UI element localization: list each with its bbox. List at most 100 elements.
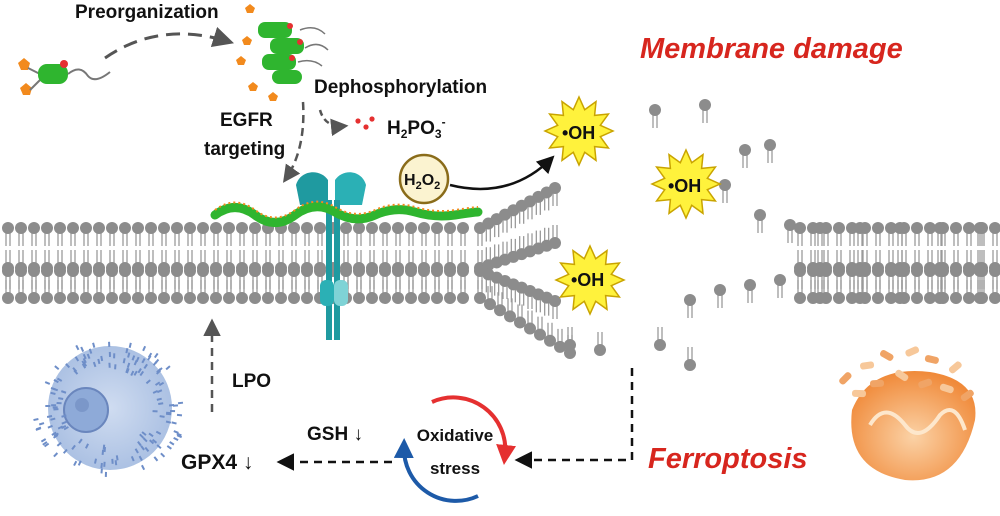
lipid-head bbox=[197, 292, 209, 304]
lipid-head bbox=[774, 274, 786, 286]
cell-texture bbox=[108, 342, 110, 347]
lipid-head bbox=[504, 310, 516, 322]
lipid-head bbox=[699, 99, 711, 111]
cell-texture bbox=[111, 459, 113, 464]
lipid-head bbox=[924, 292, 936, 304]
lipid-head bbox=[236, 265, 248, 277]
phosphate-dot bbox=[363, 124, 368, 129]
lipid-head bbox=[132, 292, 144, 304]
lipid-head bbox=[119, 265, 131, 277]
peptide-monomer bbox=[18, 58, 110, 95]
lipid-head bbox=[549, 237, 561, 249]
lipid-head bbox=[93, 222, 105, 234]
cell-texture bbox=[166, 365, 171, 370]
lipid-head bbox=[549, 182, 561, 194]
cell-texture bbox=[152, 410, 157, 412]
lipid-head bbox=[67, 292, 79, 304]
lipid-head bbox=[885, 222, 897, 234]
lipid-head bbox=[366, 265, 378, 277]
preorganization-label: Preorganization bbox=[75, 3, 219, 24]
lipid-head bbox=[911, 265, 923, 277]
lipid-head bbox=[534, 329, 546, 341]
lipid-head bbox=[976, 222, 988, 234]
lipid-head bbox=[236, 292, 248, 304]
egfr-label: EGFR bbox=[220, 111, 273, 132]
lipid-head bbox=[392, 222, 404, 234]
dephosphorylation-label: Dephosphorylation bbox=[314, 78, 487, 99]
lipid-head bbox=[249, 292, 261, 304]
lipid-head bbox=[171, 222, 183, 234]
lipid-head bbox=[950, 265, 962, 277]
mitochondrion-fragment bbox=[879, 349, 895, 362]
lipid-head bbox=[594, 344, 606, 356]
lipid-head bbox=[379, 265, 391, 277]
lipid-head bbox=[158, 222, 170, 234]
lipid-head bbox=[807, 222, 819, 234]
lipid-head bbox=[210, 222, 222, 234]
lipid-head bbox=[93, 292, 105, 304]
lipid-head bbox=[353, 222, 365, 234]
lipid-head bbox=[744, 279, 756, 291]
lipid-head bbox=[340, 222, 352, 234]
lipid-head bbox=[275, 265, 287, 277]
lipid-head bbox=[184, 222, 196, 234]
lipid-head bbox=[28, 265, 40, 277]
lipid-head bbox=[2, 222, 14, 234]
lipid-head bbox=[314, 265, 326, 277]
mitochondrion-fragment bbox=[852, 390, 866, 397]
lipid-head bbox=[494, 304, 506, 316]
lipid-head bbox=[807, 292, 819, 304]
mitochondrion-illustration bbox=[838, 345, 976, 480]
cell-texture bbox=[57, 402, 62, 404]
phosphate-dot bbox=[369, 116, 374, 121]
lipid-head bbox=[418, 292, 430, 304]
cell-texture bbox=[160, 453, 165, 458]
cell-texture bbox=[53, 406, 58, 408]
lipid-head bbox=[820, 222, 832, 234]
lipid-head bbox=[223, 222, 235, 234]
lipid-head bbox=[444, 222, 456, 234]
lipid-head bbox=[301, 222, 313, 234]
lipid-head bbox=[963, 292, 975, 304]
lipid-head bbox=[554, 341, 566, 353]
lipid-head bbox=[754, 209, 766, 221]
cell-texture bbox=[92, 343, 95, 348]
lipid-head bbox=[184, 292, 196, 304]
lipid-head bbox=[431, 222, 443, 234]
lipid-head bbox=[474, 292, 486, 304]
lipid-head bbox=[739, 144, 751, 156]
lipid-head bbox=[859, 292, 871, 304]
cell-texture bbox=[114, 364, 116, 369]
mitochondrion-fragment bbox=[904, 345, 920, 357]
cell-texture bbox=[171, 421, 176, 424]
cell-texture bbox=[33, 418, 38, 421]
lipid-head bbox=[80, 265, 92, 277]
cell-texture bbox=[113, 353, 115, 358]
h2o2-to-oh-arrow bbox=[450, 158, 552, 189]
lipid-head bbox=[937, 292, 949, 304]
cell-texture bbox=[153, 361, 158, 366]
mitochondrion-fragment bbox=[948, 360, 963, 374]
lipid-head bbox=[544, 335, 556, 347]
lipid-head bbox=[80, 292, 92, 304]
lipid-head bbox=[794, 292, 806, 304]
h2po3-label: H2PO3- bbox=[387, 115, 446, 141]
lipid-head bbox=[158, 292, 170, 304]
lipid-head bbox=[41, 265, 53, 277]
lipid-head bbox=[719, 179, 731, 191]
cell-texture bbox=[154, 456, 159, 461]
lipid-head bbox=[41, 292, 53, 304]
lipid-head bbox=[898, 265, 910, 277]
lipid-head bbox=[431, 292, 443, 304]
cell-texture bbox=[129, 343, 132, 348]
cell-texture bbox=[109, 352, 111, 357]
lipid-head bbox=[872, 292, 884, 304]
cell-texture bbox=[54, 365, 59, 370]
cell-texture bbox=[142, 346, 146, 351]
lipid-head bbox=[93, 265, 105, 277]
lipid-head bbox=[236, 222, 248, 234]
lipid-head bbox=[262, 292, 274, 304]
cell-texture bbox=[148, 353, 152, 358]
lipid-head bbox=[275, 292, 287, 304]
